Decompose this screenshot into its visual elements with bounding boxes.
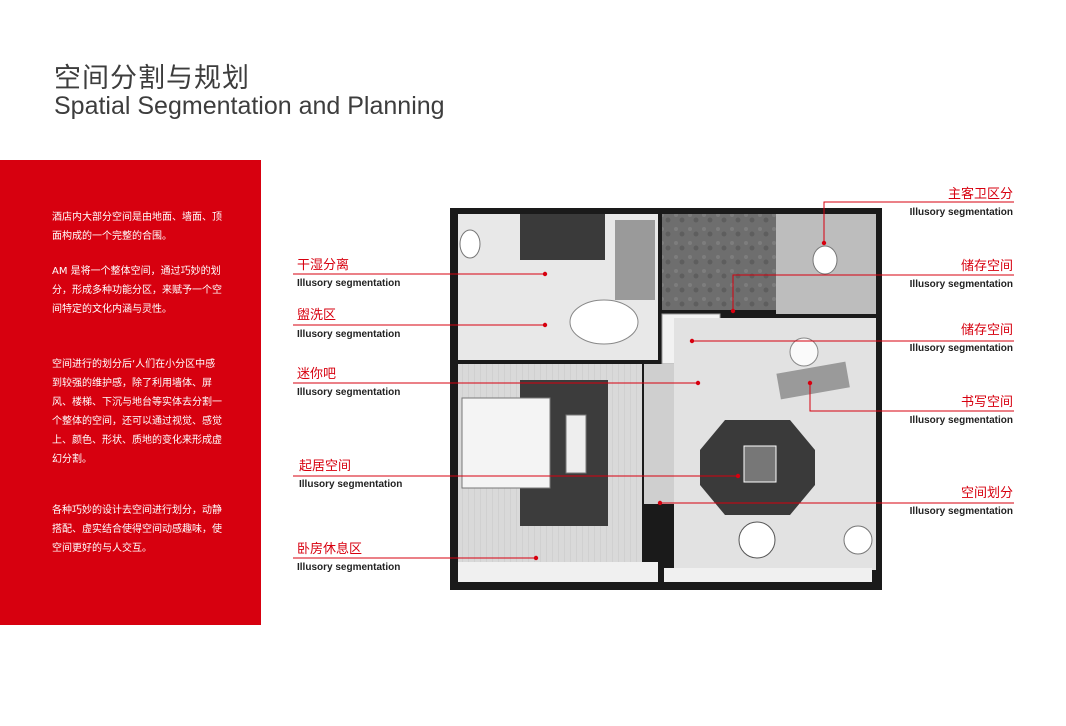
- label-storage-1-en: Illusory segmentation: [909, 279, 1013, 290]
- label-writing-cn: 书写空间: [960, 395, 1013, 410]
- label-minibar-en: Illusory segmentation: [297, 387, 401, 398]
- label-writing-en: Illusory segmentation: [909, 415, 1013, 426]
- label-wash-en: Illusory segmentation: [297, 329, 401, 340]
- label-storage-1-cn: 储存空间: [960, 259, 1013, 274]
- intro-paragraph-4: 各种巧妙的设计去空间进行划分，动静搭配、虚实结合使得空间动感趣味，使空间更好的与…: [52, 505, 222, 554]
- label-bedroom-en: Illusory segmentation: [297, 562, 401, 573]
- label-space-division-en: Illusory segmentation: [909, 506, 1013, 517]
- label-dry-wet-en: Illusory segmentation: [297, 278, 401, 289]
- label-bedroom-cn: 卧房休息区: [297, 542, 363, 557]
- toilet-right: [812, 245, 838, 275]
- intro-panel: 酒店内大部分空间是由地面、墙面、顶面构成的一个完整的合围。 AM 是将一个整体空…: [0, 160, 261, 625]
- label-living-cn: 起居空间: [299, 459, 352, 474]
- label-dry-wet-cn: 干湿分离: [297, 258, 350, 273]
- label-space-division-cn: 空间划分: [960, 486, 1013, 501]
- intro-paragraph-3: 空间进行的划分后‘人们在小分区中感到较强的维护感，除了利用墙体、屏风、楼梯、下沉…: [52, 359, 222, 465]
- intro-paragraph-2: AM 是将一个整体空间，通过巧妙的划分，形成多种功能分区，来赋予一个空间特定的文…: [52, 266, 222, 315]
- bathtub: [569, 299, 639, 345]
- label-living-en: Illusory segmentation: [299, 479, 403, 490]
- shower-area: [662, 214, 776, 310]
- label-minibar-cn: 迷你吧: [297, 367, 337, 382]
- label-storage-2-en: Illusory segmentation: [909, 343, 1013, 354]
- label-storage-2-cn: 储存空间: [960, 323, 1013, 338]
- toilet-left: [459, 229, 481, 259]
- intro-paragraph-1: 酒店内大部分空间是由地面、墙面、顶面构成的一个完整的合围。: [52, 212, 222, 242]
- label-bath-division-en: Illusory segmentation: [909, 207, 1013, 218]
- page-title-en: Spatial Segmentation and Planning: [54, 92, 445, 120]
- page-title-cn: 空间分割与规划: [54, 63, 250, 94]
- vanity-counter: [520, 214, 605, 260]
- label-wash-cn: 盥洗区: [297, 308, 337, 323]
- bed: [461, 397, 551, 489]
- label-bath-division-cn: 主客卫区分: [947, 187, 1013, 202]
